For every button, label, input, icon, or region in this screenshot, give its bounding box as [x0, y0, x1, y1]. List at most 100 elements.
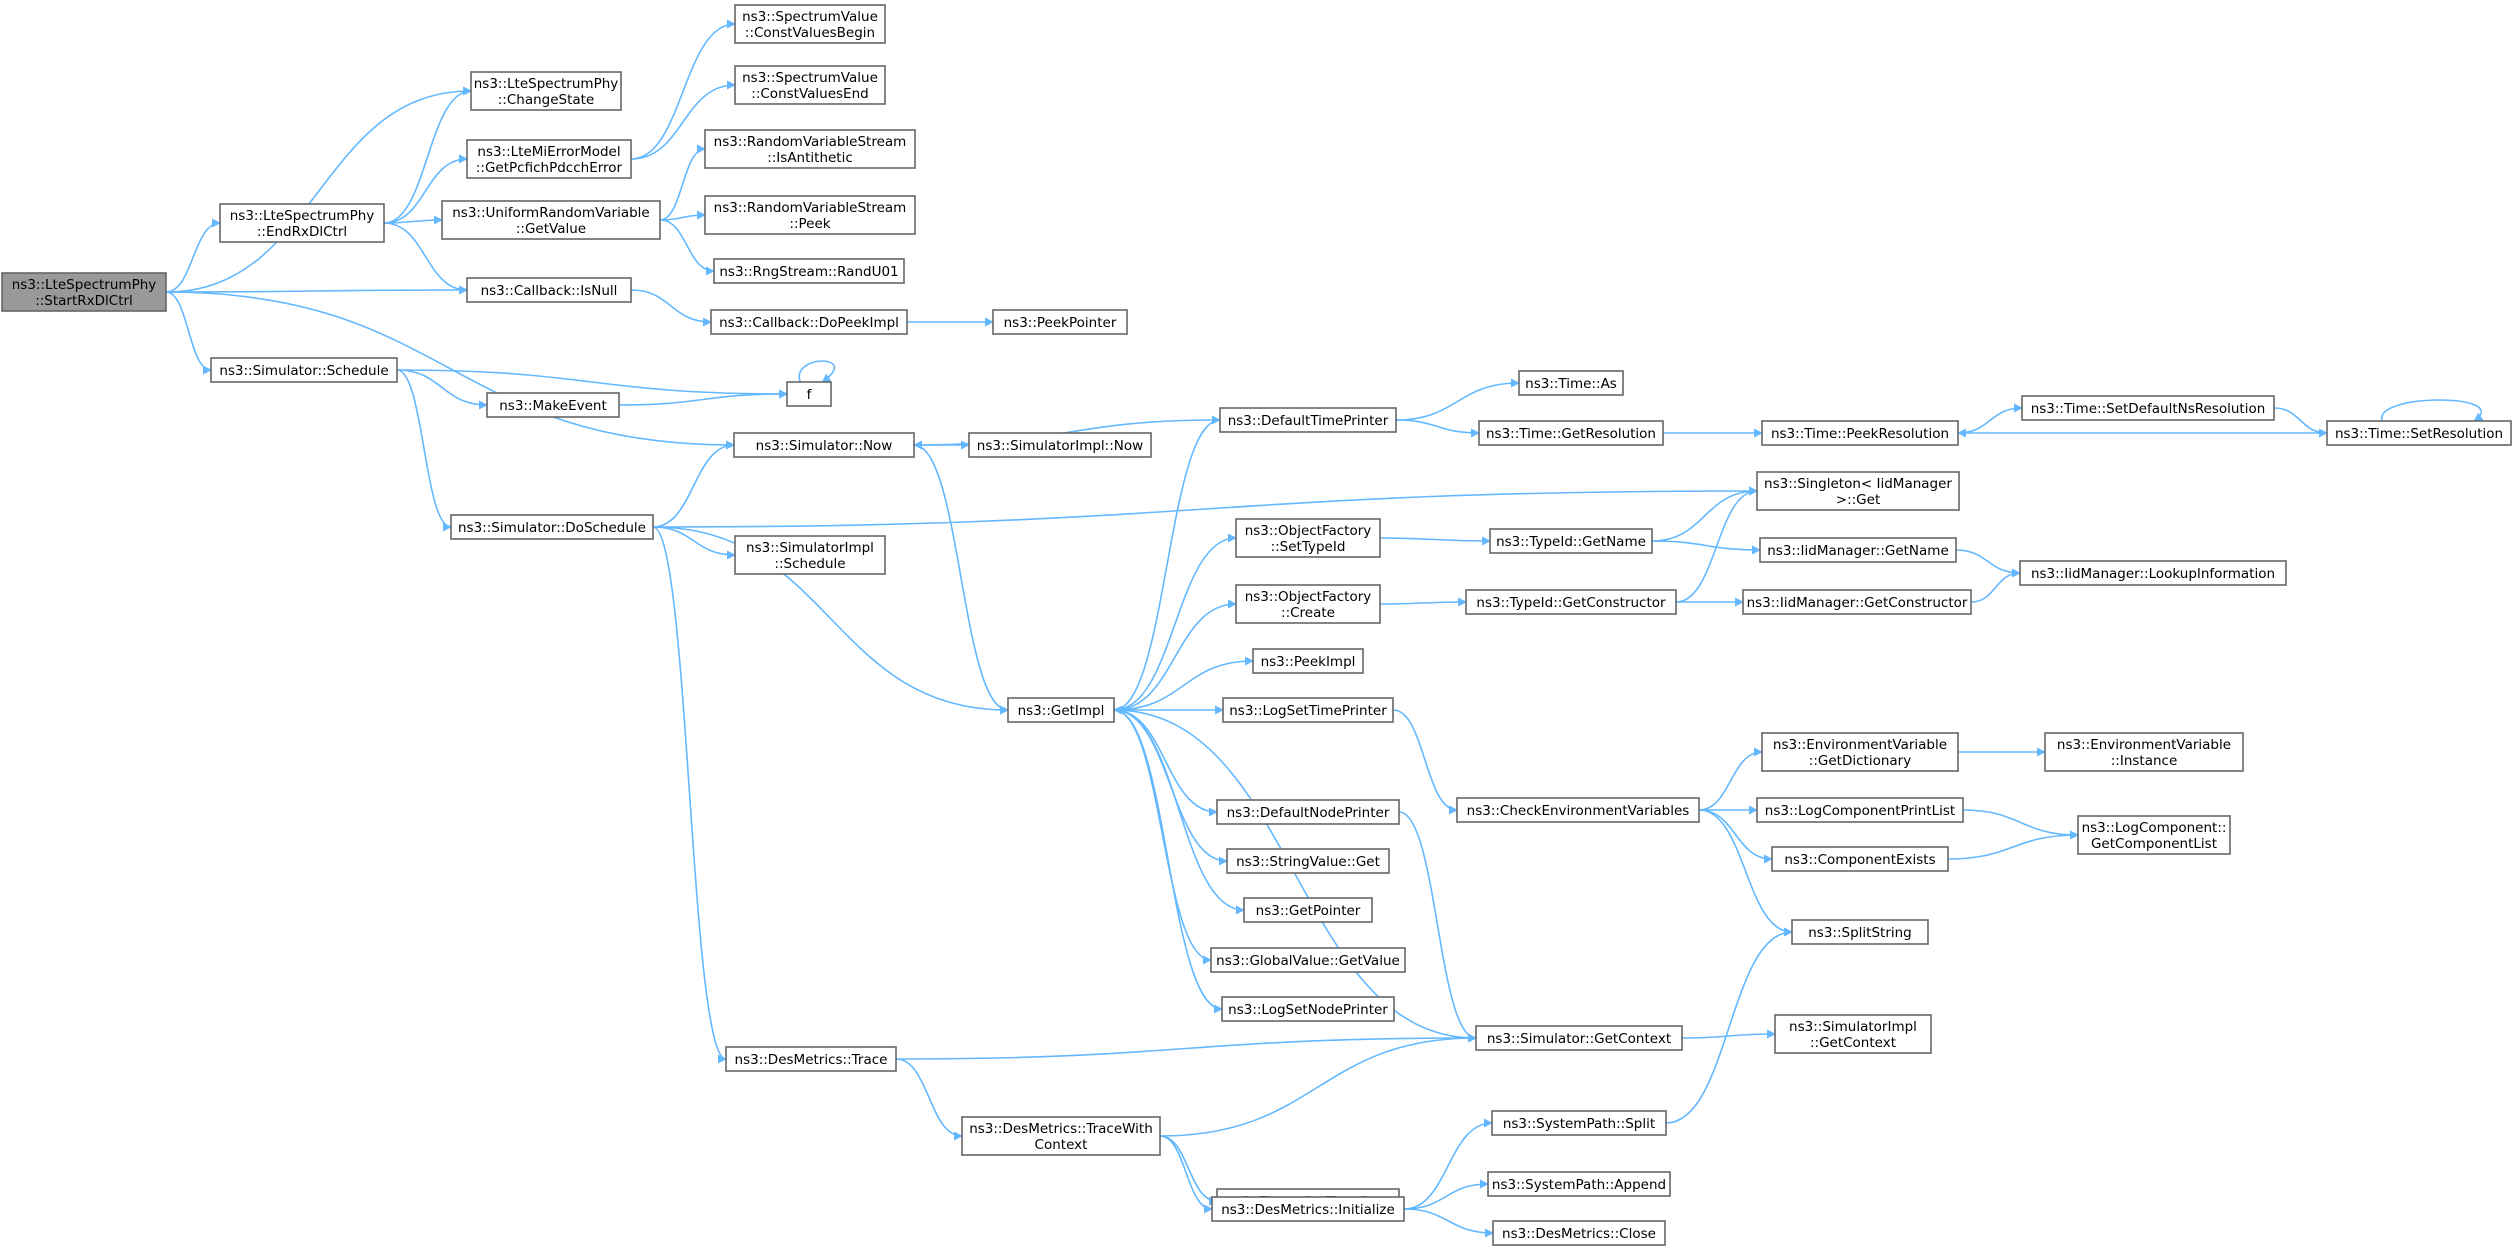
node-ofCreate[interactable]: ns3::ObjectFactory::Create: [1235, 584, 1381, 624]
node-label: ns3::LogComponentPrintList: [1765, 803, 1955, 819]
node-typeGetCtor[interactable]: ns3::TypeId::GetConstructor: [1465, 589, 1677, 615]
node-isAnti[interactable]: ns3::RandomVariableStream::IsAntithetic: [704, 129, 916, 169]
node-iidGetCtor[interactable]: ns3::IidManager::GetConstructor: [1742, 589, 1972, 615]
node-box: [710, 309, 908, 335]
node-compExists[interactable]: ns3::ComponentExists: [1771, 846, 1949, 872]
node-cvEnd[interactable]: ns3::SpectrumValue::ConstValuesEnd: [734, 65, 886, 105]
node-box: [713, 258, 905, 284]
edge-uniformGet-to-randU01: [659, 219, 715, 276]
node-label: ::GetPcfichPdcchError: [476, 160, 623, 176]
node-sysSplit[interactable]: ns3::SystemPath::Split: [1491, 1110, 1667, 1136]
node-sysAppend[interactable]: ns3::SystemPath::Append: [1487, 1171, 1671, 1197]
node-logCompList[interactable]: ns3::LogComponent::GetComponentList: [2077, 815, 2231, 855]
edge-getImpl-to-ofCreate: [1113, 599, 1237, 711]
node-desTrace[interactable]: ns3::DesMetrics::Trace: [725, 1046, 897, 1072]
node-label: ns3::SpectrumValue: [742, 70, 878, 86]
node-box: [2044, 732, 2244, 772]
node-envInst[interactable]: ns3::EnvironmentVariable::Instance: [2044, 732, 2244, 772]
node-logSetNode[interactable]: ns3::LogSetNodePrinter: [1221, 996, 1395, 1022]
node-checkEnv[interactable]: ns3::CheckEnvironmentVariables: [1456, 797, 1700, 823]
node-peekRes[interactable]: ns3::Time::PeekResolution: [1761, 420, 1959, 446]
node-box: [1252, 648, 1364, 674]
node-peekImpl[interactable]: ns3::PeekImpl: [1252, 648, 1364, 674]
node-getRes[interactable]: ns3::Time::GetResolution: [1478, 420, 1664, 446]
node-label: ns3::Time::SetDefaultNsResolution: [2031, 401, 2266, 417]
node-peek[interactable]: ns3::RandomVariableStream::Peek: [704, 195, 916, 235]
node-singleton[interactable]: ns3::Singleton< IidManager>::Get: [1756, 471, 1960, 511]
node-desClose[interactable]: ns3::DesMetrics::Close: [1492, 1220, 1666, 1246]
node-start[interactable]: ns3::LteSpectrumPhy::StartRxDlCtrl: [1, 272, 167, 312]
node-cvBegin[interactable]: ns3::SpectrumValue::ConstValuesBegin: [734, 4, 886, 44]
node-logCompPrint[interactable]: ns3::LogComponentPrintList: [1756, 797, 1964, 823]
node-isNull[interactable]: ns3::Callback::IsNull: [466, 277, 632, 303]
node-doPeekImpl[interactable]: ns3::Callback::DoPeekImpl: [710, 309, 908, 335]
node-strGet[interactable]: ns3::StringValue::Get: [1226, 848, 1390, 874]
node-label: ns3::DefaultNodePrinter: [1227, 805, 1390, 821]
node-label: ::ConstValuesBegin: [745, 25, 875, 41]
node-implSchedule[interactable]: ns3::SimulatorImpl::Schedule: [734, 535, 886, 575]
node-lookupInfo[interactable]: ns3::IidManager::LookupInformation: [2019, 560, 2287, 586]
edge-doSchedule-to-simNow: [652, 440, 735, 528]
edge-iidGetCtor-to-lookupInfo: [1970, 568, 2021, 603]
node-randU01[interactable]: ns3::RngStream::RandU01: [713, 258, 905, 284]
node-label: ns3::Time::PeekResolution: [1771, 426, 1949, 442]
node-setDefNs[interactable]: ns3::Time::SetDefaultNsResolution: [2021, 395, 2275, 421]
node-getImpl[interactable]: ns3::GetImpl: [1007, 697, 1115, 723]
node-box: [734, 535, 886, 575]
edge-schedule-to-makeEvent: [396, 369, 488, 410]
node-label: ns3::Callback::IsNull: [481, 283, 618, 299]
node-defNodePrinter[interactable]: ns3::DefaultNodePrinter: [1216, 799, 1400, 825]
node-label: >::Get: [1836, 492, 1880, 508]
node-globalGet[interactable]: ns3::GlobalValue::GetValue: [1210, 947, 1406, 973]
node-setRes[interactable]: ns3::Time::SetResolution: [2326, 420, 2512, 446]
node-label: ::StartRxDlCtrl: [35, 293, 133, 309]
node-getPcfich[interactable]: ns3::LteMiErrorModel::GetPcfichPdcchErro…: [466, 139, 632, 179]
edge-makeEvent-to-f: [618, 389, 788, 406]
node-timeAs[interactable]: ns3::Time::As: [1518, 370, 1624, 396]
node-implGetCtx[interactable]: ns3::SimulatorImpl::GetContext: [1774, 1014, 1932, 1054]
node-box: [2019, 560, 2287, 586]
node-box: [1761, 420, 1959, 446]
node-box: [486, 392, 620, 418]
node-box: [1219, 407, 1397, 433]
node-box: [1756, 471, 1960, 511]
node-splitString[interactable]: ns3::SplitString: [1791, 919, 1929, 945]
node-peekPointer[interactable]: ns3::PeekPointer: [992, 309, 1128, 335]
node-envDict[interactable]: ns3::EnvironmentVariable::GetDictionary: [1761, 732, 1959, 772]
node-label: ns3::Simulator::GetContext: [1487, 1031, 1671, 1047]
edge-start-to-schedule: [165, 291, 212, 375]
node-iidGetName[interactable]: ns3::IidManager::GetName: [1759, 537, 1957, 563]
node-schedule[interactable]: ns3::Simulator::Schedule: [210, 357, 398, 383]
node-makeEvent[interactable]: ns3::MakeEvent: [486, 392, 620, 418]
node-logSetTime[interactable]: ns3::LogSetTimePrinter: [1222, 697, 1394, 723]
node-ofSetType[interactable]: ns3::ObjectFactory::SetTypeId: [1235, 518, 1381, 558]
edge-getImpl-to-defNodePrinter: [1113, 709, 1218, 817]
node-simGetCtx[interactable]: ns3::Simulator::GetContext: [1475, 1025, 1683, 1051]
edge-uniformGet-to-isAnti: [659, 144, 706, 221]
node-label: ns3::TypeId::GetName: [1496, 534, 1646, 550]
node-label: ns3::LogSetNodePrinter: [1228, 1002, 1388, 1018]
edge-typeGetName-to-singleton: [1651, 486, 1758, 542]
node-uniformGet[interactable]: ns3::UniformRandomVariable::GetValue: [441, 200, 661, 240]
node-endRx[interactable]: ns3::LteSpectrumPhy::EndRxDlCtrl: [219, 203, 385, 243]
node-f[interactable]: f: [786, 381, 832, 407]
node-label: ns3::IidManager::GetName: [1767, 543, 1949, 559]
node-label: ::Peek: [789, 216, 830, 232]
node-typeGetName[interactable]: ns3::TypeId::GetName: [1489, 528, 1653, 554]
node-box: [704, 195, 916, 235]
node-doSchedule[interactable]: ns3::Simulator::DoSchedule: [450, 514, 654, 540]
node-changeState[interactable]: ns3::LteSpectrumPhy::ChangeState: [470, 71, 622, 111]
edge-getImpl-to-defTimePrinter: [1113, 415, 1221, 711]
node-implNow[interactable]: ns3::SimulatorImpl::Now: [968, 432, 1152, 458]
node-getPointer[interactable]: ns3::GetPointer: [1243, 897, 1373, 923]
node-label: ::GetDictionary: [1809, 753, 1911, 769]
edge-layer: [165, 19, 2484, 1238]
node-label: ns3::IidManager::LookupInformation: [2031, 566, 2275, 582]
node-label: ns3::PeekPointer: [1004, 315, 1117, 331]
node-label: ns3::UniformRandomVariable: [452, 205, 650, 221]
node-defTimePrinter[interactable]: ns3::DefaultTimePrinter: [1219, 407, 1397, 433]
node-simNow[interactable]: ns3::Simulator::Now: [733, 432, 915, 458]
node-box: [441, 200, 661, 240]
node-desInit[interactable]: ns3::DesMetrics::Initialize: [1211, 1196, 1405, 1222]
